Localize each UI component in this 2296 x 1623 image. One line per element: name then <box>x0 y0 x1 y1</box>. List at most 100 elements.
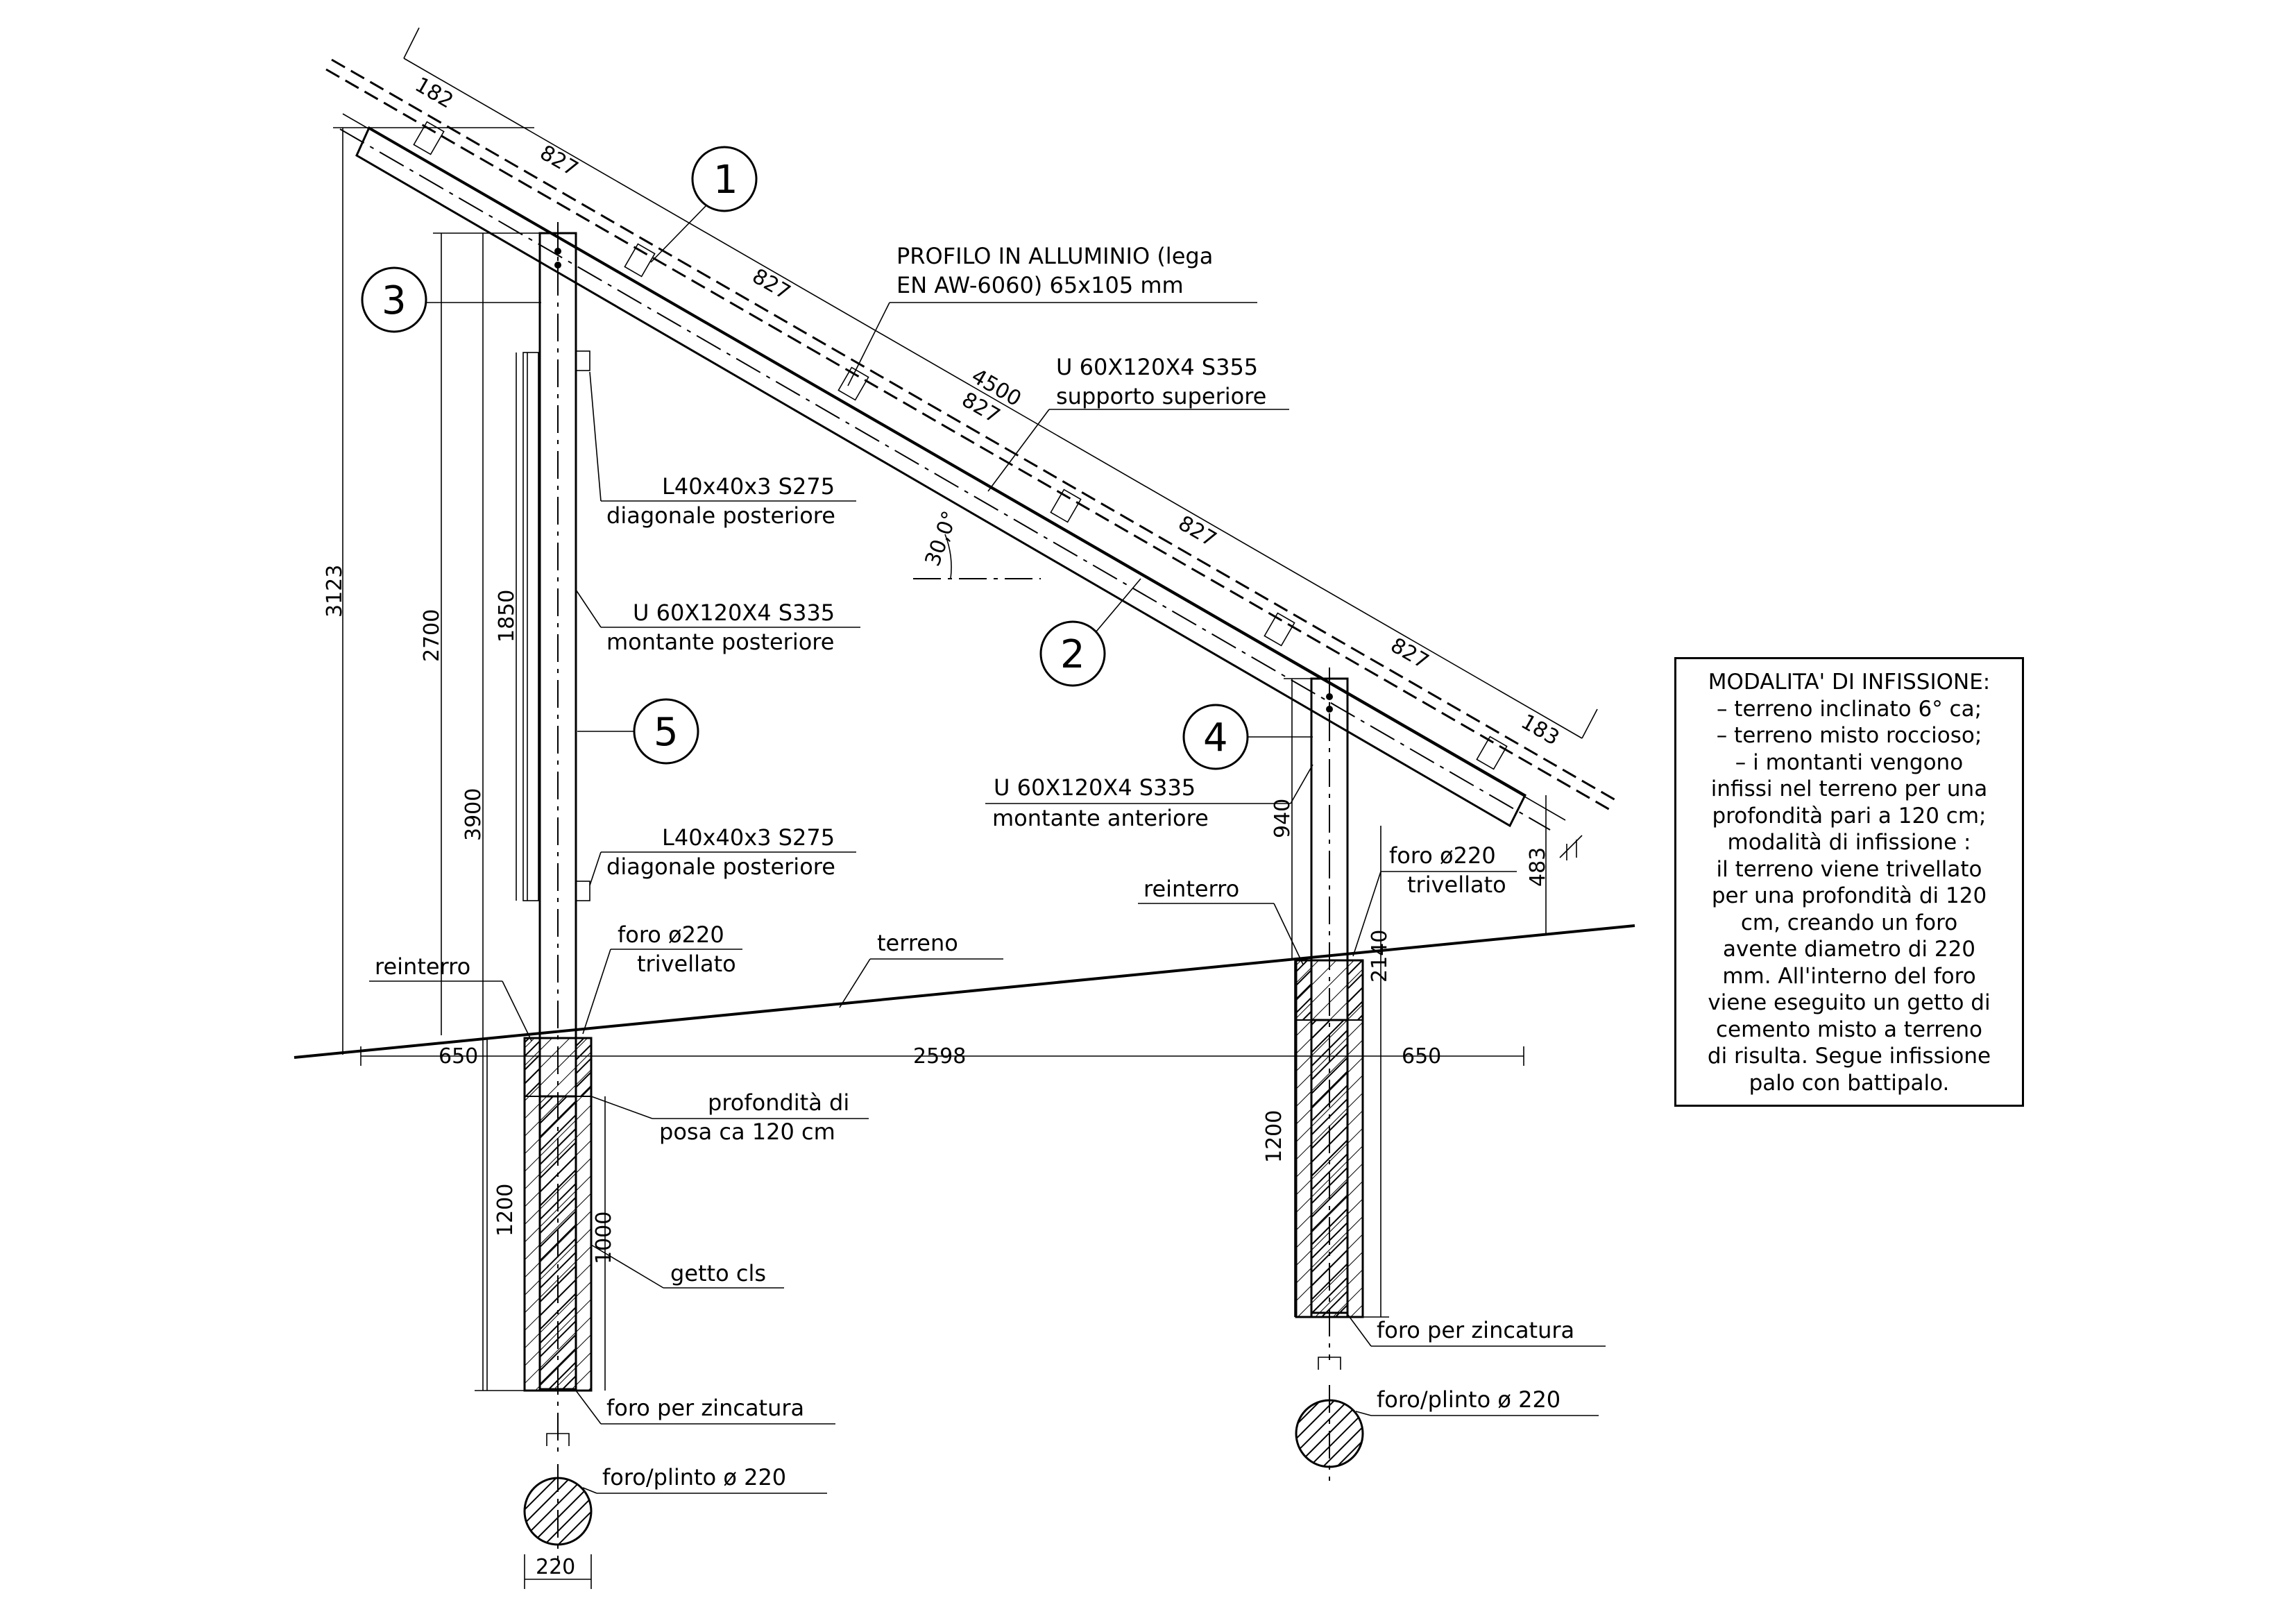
notes-line: – terreno inclinato 6° ca; <box>1716 696 1982 722</box>
dim-2140: 2140 <box>1368 930 1392 983</box>
svg-text:5: 5 <box>654 710 679 755</box>
label-ground: terreno <box>839 930 1003 1008</box>
svg-text:3: 3 <box>382 278 407 323</box>
dim-1200-right: 1200 <box>1262 1110 1286 1163</box>
front-foundation <box>1295 959 1364 1318</box>
svg-text:reinterro: reinterro <box>1143 876 1239 902</box>
svg-text:foro per zincatura: foro per zincatura <box>1377 1317 1574 1343</box>
label-plinth-left: foro/plinto ø 220 <box>582 1464 827 1494</box>
svg-text:montante posteriore: montante posteriore <box>606 629 834 655</box>
svg-text:foro ø220: foro ø220 <box>618 921 724 948</box>
galvanizing-hole-symbols <box>546 1357 1341 1446</box>
label-diagonal-bottom: L40x40x3 S275 diagonale posteriore <box>589 824 856 886</box>
notes-line: MODALITA' DI INFISSIONE: <box>1708 670 1991 695</box>
notes-line: cemento misto a terreno <box>1716 1017 1982 1042</box>
dim-2700: 2700 <box>420 609 444 662</box>
svg-text:U 60X120X4 S355: U 60X120X4 S355 <box>1056 354 1258 380</box>
dim-3900: 3900 <box>461 788 486 841</box>
dim-827-e: 827 <box>1386 634 1433 674</box>
label-front-post: U 60X120X4 S335 montante anteriore <box>985 764 1313 831</box>
dim-650-right: 650 <box>1402 1044 1441 1069</box>
label-plinth-right: foro/plinto ø 220 <box>1355 1386 1599 1416</box>
notes-line: il terreno viene trivellato <box>1716 856 1982 882</box>
svg-text:trivellato: trivellato <box>637 951 736 977</box>
notes-line: infissi nel terreno per una <box>1710 776 1988 801</box>
dim-940: 940 <box>1270 799 1295 838</box>
notes-line: – terreno misto roccioso; <box>1716 723 1982 748</box>
dim-3123: 3123 <box>323 565 347 618</box>
svg-text:foro ø220: foro ø220 <box>1389 842 1496 869</box>
dim-1000: 1000 <box>592 1212 616 1264</box>
label-profile: PROFILO IN ALLUMINIO (lega EN AW-6060) 6… <box>847 243 1257 386</box>
svg-text:EN AW-6060) 65x105 mm: EN AW-6060) 65x105 mm <box>896 272 1184 298</box>
label-galv-left: foro per zincatura <box>575 1390 835 1425</box>
dim-827-d: 827 <box>1174 511 1221 552</box>
notes-line: – i montanti vengono <box>1735 749 1964 775</box>
dim-483: 483 <box>1526 847 1550 887</box>
label-upper-support: U 60X120X4 S355 supporto superiore <box>987 354 1289 492</box>
label-backfill-left: reinterro <box>369 953 532 1042</box>
svg-text:foro/plinto ø 220: foro/plinto ø 220 <box>1377 1386 1561 1413</box>
svg-text:supporto superiore: supporto superiore <box>1056 383 1266 409</box>
svg-text:reinterro: reinterro <box>375 953 470 980</box>
marker-1: 1 <box>650 146 758 263</box>
svg-text:montante anteriore: montante anteriore <box>992 805 1209 831</box>
svg-text:diagonale posteriore: diagonale posteriore <box>606 502 835 529</box>
notes-line: modalità di infissione : <box>1727 830 1971 855</box>
svg-text:U 60X120X4 S335: U 60X120X4 S335 <box>633 600 835 626</box>
svg-text:foro per zincatura: foro per zincatura <box>606 1395 804 1421</box>
notes-line: cm, creando un foro <box>1740 910 1958 935</box>
notes-line: palo con battipalo. <box>1749 1070 1950 1096</box>
dim-650-left: 650 <box>439 1044 478 1069</box>
notes-line: avente diametro di 220 <box>1722 937 1976 962</box>
dim-1850: 1850 <box>495 590 519 643</box>
end-bracket-symbol <box>1559 835 1583 860</box>
svg-text:L40x40x3 S275: L40x40x3 S275 <box>662 824 835 851</box>
dim-2598: 2598 <box>913 1044 966 1069</box>
dim-183: 183 <box>1517 710 1563 751</box>
rear-foundation <box>523 1037 593 1392</box>
angle-indicator: 30,0° <box>913 508 1041 579</box>
installation-notes-box: MODALITA' DI INFISSIONE: – terreno incli… <box>1674 657 2024 1107</box>
svg-text:PROFILO IN ALLUMINIO (lega: PROFILO IN ALLUMINIO (lega <box>896 243 1213 269</box>
vertical-dimensions: 3123 2700 3900 1850 1200 1000 940 1200 2… <box>323 127 1550 1391</box>
svg-text:U 60X120X4 S335: U 60X120X4 S335 <box>994 774 1196 801</box>
label-concrete: getto cls <box>590 1244 784 1289</box>
svg-text:getto cls: getto cls <box>670 1260 766 1286</box>
svg-text:terreno: terreno <box>877 930 958 956</box>
svg-text:1: 1 <box>713 158 738 203</box>
profile-clamps <box>413 121 1508 770</box>
notes-line: viene eseguito un getto di <box>1708 990 1991 1015</box>
svg-text:profondità di: profondità di <box>708 1089 849 1116</box>
horizontal-dimensions: 650 2598 650 220 <box>360 1044 1524 1589</box>
dim-182: 182 <box>411 73 457 114</box>
ground-line <box>294 924 1635 1059</box>
profile-dimension-line: 182 827 827 4500 827 827 827 183 <box>403 27 1598 751</box>
svg-text:posa ca 120 cm: posa ca 120 cm <box>659 1119 835 1145</box>
notes-line: profondità pari a 120 cm; <box>1712 803 1987 829</box>
svg-text:2: 2 <box>1060 632 1085 677</box>
label-diagonal-top: L40x40x3 S275 diagonale posteriore <box>589 371 856 529</box>
label-hole-left: foro ø220 trivellato <box>582 921 742 1035</box>
svg-text:L40x40x3 S275: L40x40x3 S275 <box>662 473 835 500</box>
svg-text:trivellato: trivellato <box>1407 872 1506 898</box>
dim-220: 220 <box>536 1555 575 1579</box>
svg-text:foro/plinto ø 220: foro/plinto ø 220 <box>602 1464 786 1490</box>
marker-5: 5 <box>577 698 699 765</box>
notes-line: mm. All'interno del foro <box>1722 963 1976 989</box>
notes-line: per una profondità di 120 <box>1711 883 1987 908</box>
dim-1200-left: 1200 <box>493 1184 518 1237</box>
label-rear-post: U 60X120X4 S335 montante posteriore <box>575 589 860 655</box>
dim-827-b: 827 <box>748 264 794 305</box>
plinth-sections <box>523 1385 1364 1561</box>
svg-text:4: 4 <box>1203 715 1228 760</box>
marker-3: 3 <box>361 266 541 333</box>
label-backfill-right: reinterro <box>1138 876 1304 965</box>
label-hole-right: foro ø220 trivellato <box>1352 842 1517 957</box>
label-depth: profondità di posa ca 120 cm <box>590 1089 869 1145</box>
aluminium-profile <box>325 58 1617 821</box>
notes-line: di risulta. Segue infissione <box>1707 1044 1991 1069</box>
svg-text:diagonale posteriore: diagonale posteriore <box>606 853 835 880</box>
marker-2: 2 <box>1039 578 1141 687</box>
